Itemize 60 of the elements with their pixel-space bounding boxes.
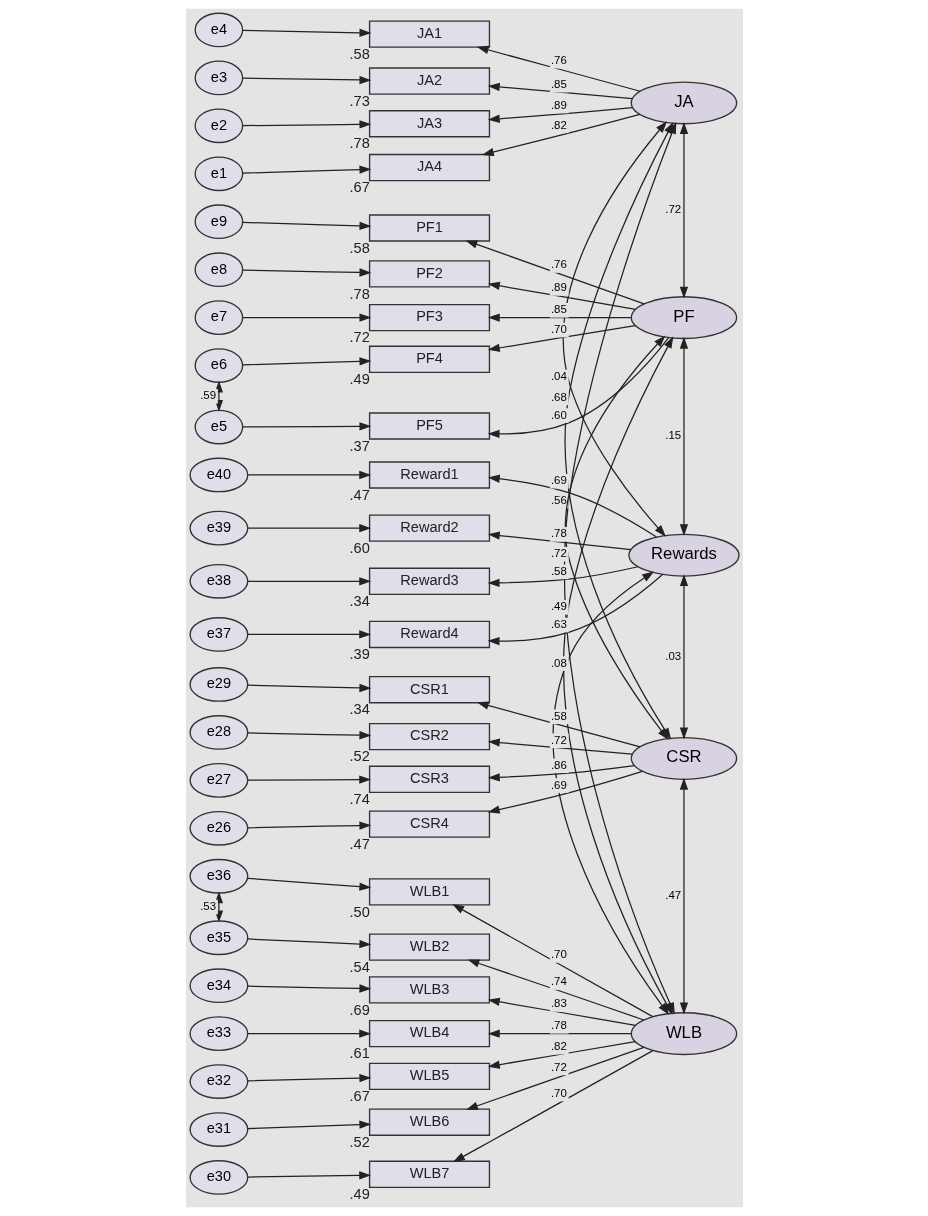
node-label: .50 — [349, 903, 370, 920]
edge-label: .89 — [550, 281, 567, 294]
edge-label: .58 — [550, 709, 567, 722]
node-label: .61 — [349, 1045, 370, 1062]
node-label: .58 — [349, 239, 370, 256]
edge-label: .56 — [550, 493, 567, 506]
edge-label: .85 — [550, 78, 567, 91]
edge-label: .76 — [550, 54, 567, 67]
edge-label: .03 — [664, 649, 681, 662]
edge-label: .04 — [550, 369, 567, 382]
edge-label: .72 — [550, 733, 567, 746]
edge-label: .63 — [550, 617, 567, 630]
edge-label: .85 — [550, 303, 567, 316]
node-label: .78 — [349, 285, 370, 302]
node-label: .52 — [349, 1133, 370, 1150]
edge-label: .83 — [550, 997, 567, 1010]
edge-label: .69 — [550, 778, 567, 791]
node-label: .34 — [349, 593, 370, 609]
node-label: .37 — [349, 437, 370, 454]
edge-label: .15 — [664, 429, 681, 442]
node-label: .58 — [349, 45, 370, 62]
node-label: .73 — [349, 92, 370, 109]
edge-label: .72 — [664, 203, 681, 216]
node-label: .67 — [349, 179, 370, 196]
node-label: .49 — [349, 1186, 370, 1203]
node-label: .54 — [349, 958, 370, 975]
node-label: .69 — [349, 1001, 370, 1018]
edge-label: .47 — [664, 888, 681, 901]
node-label: .34 — [349, 701, 370, 718]
edge-label: .53 — [199, 899, 216, 912]
node-label: .60 — [349, 539, 370, 556]
node-label: .78 — [349, 135, 370, 152]
node-label: .47 — [349, 835, 370, 852]
node-label: .74 — [349, 791, 370, 808]
node-label: .47 — [349, 486, 370, 503]
edge-label: .72 — [550, 547, 567, 560]
edge-label: .08 — [550, 656, 567, 669]
edge-label: .70 — [550, 1086, 567, 1099]
edge-label: .58 — [550, 564, 567, 577]
edge-label: .76 — [550, 258, 567, 271]
edge-label: .59 — [199, 389, 216, 402]
edge-label: .86 — [550, 758, 567, 771]
node-label: .39 — [349, 646, 370, 663]
node-label: .52 — [349, 748, 370, 765]
edge-label: .74 — [550, 975, 567, 988]
node-label: .49 — [349, 371, 370, 387]
edge-label: .82 — [550, 118, 567, 131]
edge-label: .72 — [550, 1060, 567, 1073]
edge-label: .49 — [550, 600, 567, 613]
edge-label: .82 — [550, 1040, 567, 1053]
edge-label: .60 — [550, 408, 567, 421]
node-label: .72 — [349, 329, 370, 346]
node-label: .67 — [349, 1088, 370, 1105]
edge-label: .70 — [550, 323, 567, 336]
edge-label: .78 — [550, 1019, 567, 1032]
edge-label: .89 — [550, 98, 567, 111]
edge-label: .70 — [550, 948, 567, 961]
edge-label: .68 — [550, 390, 567, 403]
edge-label: .78 — [550, 527, 567, 540]
edge-label: .69 — [550, 474, 567, 487]
